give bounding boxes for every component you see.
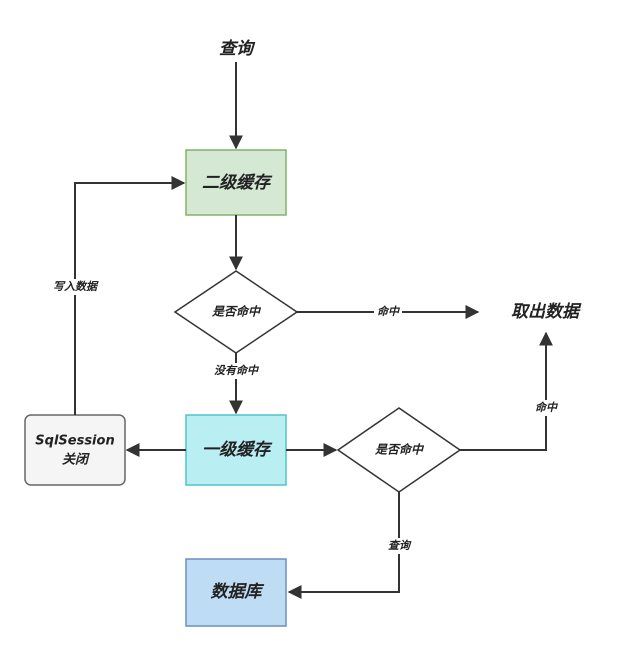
edge-label-miss-1: 没有命中 (214, 364, 260, 377)
edge-label-query-db: 查询 (388, 539, 412, 552)
decision-1-label: 是否命中 (211, 305, 262, 319)
l1-cache-node: 一级缓存 (185, 414, 287, 486)
l2-cache-node: 二级缓存 (185, 149, 287, 216)
query-start-label: 查询 (219, 39, 256, 59)
edge-label-write-back: 写入数据 (53, 280, 99, 293)
database-box (185, 558, 287, 627)
session-close-node: SqlSession 关闭 (24, 414, 126, 486)
edge-decision2-query (287, 492, 400, 599)
session-close-box (24, 414, 126, 486)
edge-session-to-l2 (74, 176, 186, 415)
database-node: 数据库 (185, 558, 287, 627)
edge-label-hit-2: 命中 (535, 401, 559, 414)
database-label: 数据库 (211, 582, 265, 602)
l1-cache-label: 一级缓存 (202, 440, 273, 460)
edge-label-hit-1: 命中 (377, 305, 401, 318)
l2-cache-label: 二级缓存 (202, 173, 273, 193)
decision-2-label: 是否命中 (374, 443, 425, 457)
decision-2-node: 是否命中 (336, 407, 462, 493)
session-close-label-line2: 关闭 (62, 452, 90, 468)
session-close-label-line1: SqlSession (35, 434, 114, 449)
fetch-data-label: 取出数据 (511, 302, 582, 322)
edge-decision2-hit (460, 331, 553, 451)
decision-1-node: 是否命中 (173, 270, 299, 354)
